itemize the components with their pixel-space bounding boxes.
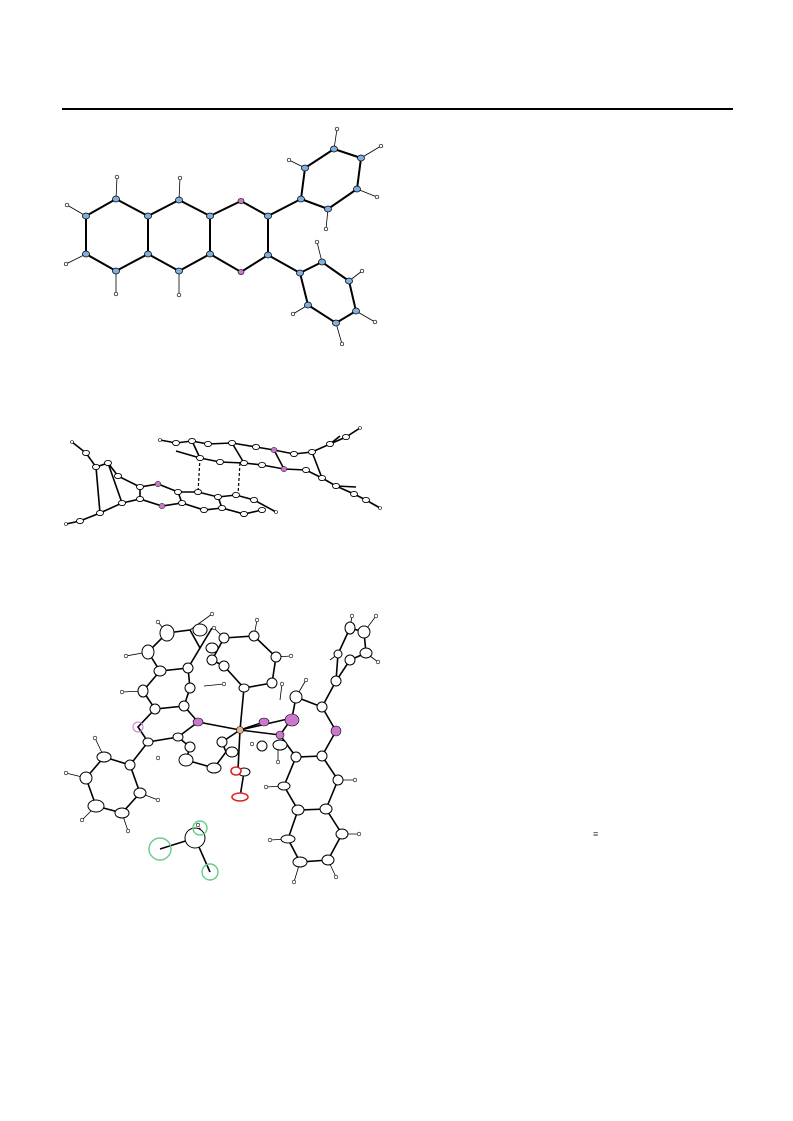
equivalence-marker: ≡ <box>593 829 599 839</box>
figure-3-atoms <box>63 611 381 885</box>
figure-1-atoms <box>63 126 384 347</box>
header-rule <box>62 108 733 110</box>
figure-3-complex <box>65 613 379 883</box>
figure-2-atoms <box>64 426 382 526</box>
figure-1-molecule <box>65 128 382 345</box>
